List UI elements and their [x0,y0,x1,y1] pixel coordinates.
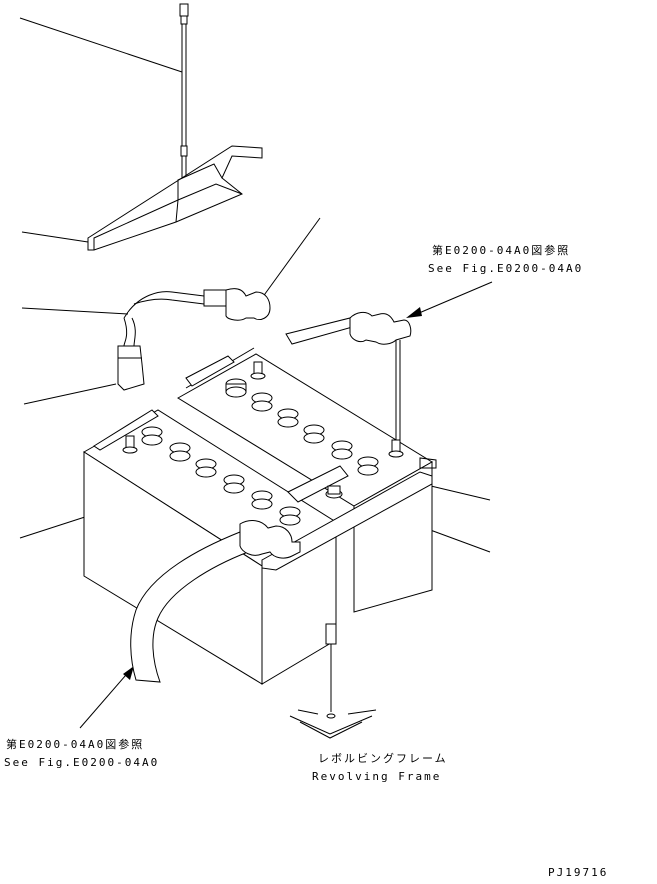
ref-label-bottom-jp: 第E0200-04A0図参照 [6,738,145,751]
frame-bolt [325,623,337,719]
battery-hold-down-bar [261,465,433,571]
front-battery-caps [141,426,301,526]
revolving-frame [289,709,377,739]
hold-down-bracket [87,145,263,251]
frame-label-en: Revolving Frame [312,770,442,783]
ref-arrow-top [406,281,493,318]
frame-label-jp: レボルビングフレーム [318,752,448,765]
hold-down-rod [179,3,189,195]
ref-label-top-en: See Fig.E0200-04A0 [428,262,584,275]
lower-cable [130,520,301,683]
leader-lines [19,17,491,553]
ref-label-bottom-en: See Fig.E0200-04A0 [4,756,160,769]
upper-cable [117,288,271,391]
drawing-code: PJ19716 [548,866,609,879]
ref-label-top-jp: 第E0200-04A0図参照 [432,244,571,257]
rear-battery-caps [225,378,379,476]
ref-arrow-bottom [79,666,134,729]
top-right-cable [285,311,412,440]
